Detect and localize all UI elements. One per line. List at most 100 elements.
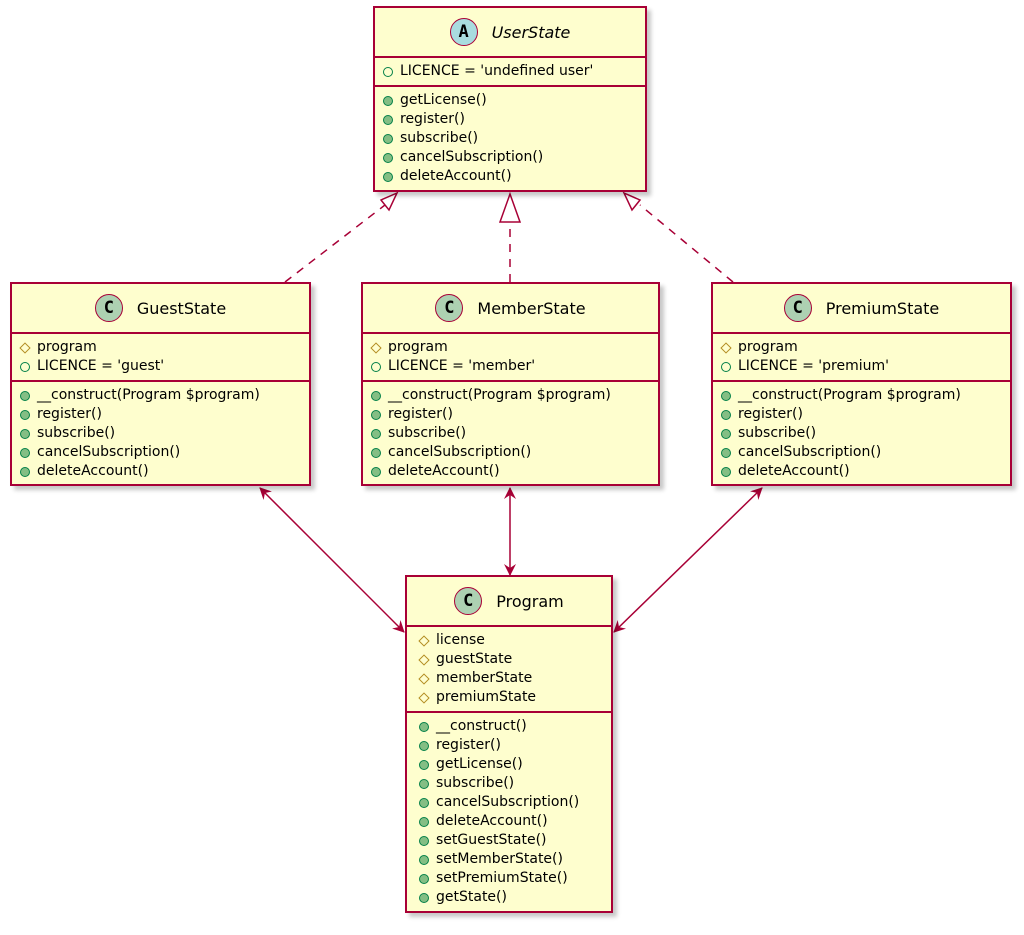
class-name: UserState bbox=[491, 22, 571, 42]
public-visibility-icon bbox=[383, 171, 393, 182]
operation-text: __construct(Program $program) bbox=[388, 387, 611, 403]
attribute-text: program bbox=[388, 339, 448, 355]
operation-row: cancelSubscription() bbox=[419, 793, 611, 812]
attribute-text: LICENCE = 'member' bbox=[388, 358, 536, 374]
public-visibility-icon bbox=[383, 114, 393, 125]
operation-text: register() bbox=[388, 406, 453, 422]
operation-text: getLicense() bbox=[436, 756, 523, 772]
class-name: GuestState bbox=[136, 298, 227, 318]
public-visibility-icon bbox=[371, 409, 381, 420]
public-visibility-icon bbox=[721, 409, 731, 420]
class-name: MemberState bbox=[477, 298, 586, 318]
operation-text: subscribe() bbox=[400, 130, 479, 146]
operation-text: __construct(Program $program) bbox=[738, 387, 961, 403]
attribute-text: license bbox=[436, 632, 485, 648]
attribute-row: guestState bbox=[418, 650, 611, 669]
operation-row: __construct(Program $program) bbox=[721, 386, 1010, 405]
operation-row: subscribe() bbox=[383, 129, 645, 148]
operation-row: deleteAccount() bbox=[721, 462, 1010, 481]
operation-row: register() bbox=[419, 736, 611, 755]
operation-row: getLicense() bbox=[383, 91, 645, 110]
public-visibility-icon bbox=[371, 466, 381, 477]
attribute-row: LICENCE = 'member' bbox=[371, 357, 658, 376]
operations-section: __construct() register() getLicense() subsc… bbox=[407, 711, 611, 911]
abstract-class-icon: A bbox=[449, 18, 478, 46]
class-header: C PremiumState bbox=[713, 284, 1010, 334]
public-visibility-icon bbox=[371, 361, 381, 372]
public-visibility-icon bbox=[419, 759, 429, 770]
public-visibility-icon bbox=[371, 390, 381, 401]
realization-guest-to-userstate bbox=[284, 191, 399, 283]
operation-text: setGuestState() bbox=[436, 832, 547, 848]
class-header: A UserState bbox=[375, 8, 645, 58]
public-visibility-icon bbox=[371, 447, 381, 458]
operation-text: deleteAccount() bbox=[37, 463, 149, 479]
public-visibility-icon bbox=[721, 447, 731, 458]
operation-text: deleteAccount() bbox=[436, 813, 548, 829]
realization-premium-to-userstate bbox=[622, 191, 734, 283]
public-visibility-icon bbox=[419, 721, 429, 732]
operation-row: __construct(Program $program) bbox=[371, 386, 658, 405]
operation-text: getState() bbox=[436, 889, 507, 905]
operation-text: register() bbox=[400, 111, 465, 127]
operation-row: setMemberState() bbox=[419, 850, 611, 869]
operations-section: getLicense() register() subscribe() cancelS… bbox=[375, 85, 645, 190]
public-visibility-icon bbox=[419, 778, 429, 789]
operation-row: cancelSubscription() bbox=[371, 443, 658, 462]
class-userstate[interactable]: A UserState LICENCE = 'undefined user' g… bbox=[373, 6, 647, 192]
public-visibility-icon bbox=[419, 854, 429, 865]
public-visibility-icon bbox=[721, 390, 731, 401]
public-visibility-icon bbox=[20, 447, 30, 458]
operation-row: setPremiumState() bbox=[419, 869, 611, 888]
class-icon: C bbox=[454, 587, 483, 615]
operation-row: cancelSubscription() bbox=[721, 443, 1010, 462]
operation-text: subscribe() bbox=[37, 425, 116, 441]
operation-text: setMemberState() bbox=[436, 851, 563, 867]
protected-visibility-icon bbox=[19, 341, 31, 354]
operation-row: subscribe() bbox=[20, 424, 309, 443]
operations-section: __construct(Program $program)register()s… bbox=[713, 380, 1010, 485]
operation-text: setPremiumState() bbox=[436, 870, 568, 886]
public-visibility-icon bbox=[383, 95, 393, 106]
operation-text: register() bbox=[436, 737, 501, 753]
operation-row: register() bbox=[383, 110, 645, 129]
operation-row: subscribe() bbox=[419, 774, 611, 793]
public-visibility-icon bbox=[383, 152, 393, 163]
operation-row: getState() bbox=[419, 888, 611, 907]
protected-visibility-icon bbox=[418, 653, 430, 666]
operation-text: __construct() bbox=[436, 718, 527, 734]
operation-text: cancelSubscription() bbox=[400, 149, 544, 165]
operation-row: deleteAccount() bbox=[20, 462, 309, 481]
operation-row: deleteAccount() bbox=[371, 462, 658, 481]
operation-row: setGuestState() bbox=[419, 831, 611, 850]
attribute-text: memberState bbox=[436, 670, 533, 686]
public-visibility-icon bbox=[20, 466, 30, 477]
attribute-row: LICENCE = 'undefined user' bbox=[383, 62, 645, 81]
attribute-text: program bbox=[37, 339, 97, 355]
public-visibility-icon bbox=[419, 892, 429, 903]
public-visibility-icon bbox=[721, 361, 731, 372]
operation-text: getLicense() bbox=[400, 92, 487, 108]
public-visibility-icon bbox=[721, 466, 731, 477]
operation-row: __construct(Program $program) bbox=[20, 386, 309, 405]
operation-text: subscribe() bbox=[436, 775, 515, 791]
operation-text: cancelSubscription() bbox=[436, 794, 580, 810]
operations-section: __construct(Program $program)register()s… bbox=[12, 380, 309, 485]
attribute-row: program bbox=[19, 338, 309, 357]
operation-text: register() bbox=[738, 406, 803, 422]
public-visibility-icon bbox=[20, 409, 30, 420]
operation-text: deleteAccount() bbox=[388, 463, 500, 479]
attribute-row: memberState bbox=[418, 669, 611, 688]
attributes-section: LICENCE = 'undefined user' bbox=[375, 58, 645, 85]
class-icon: C bbox=[435, 294, 464, 322]
attribute-row: program bbox=[370, 338, 658, 357]
public-visibility-icon bbox=[371, 428, 381, 439]
operation-row: deleteAccount() bbox=[419, 812, 611, 831]
operation-text: subscribe() bbox=[388, 425, 467, 441]
